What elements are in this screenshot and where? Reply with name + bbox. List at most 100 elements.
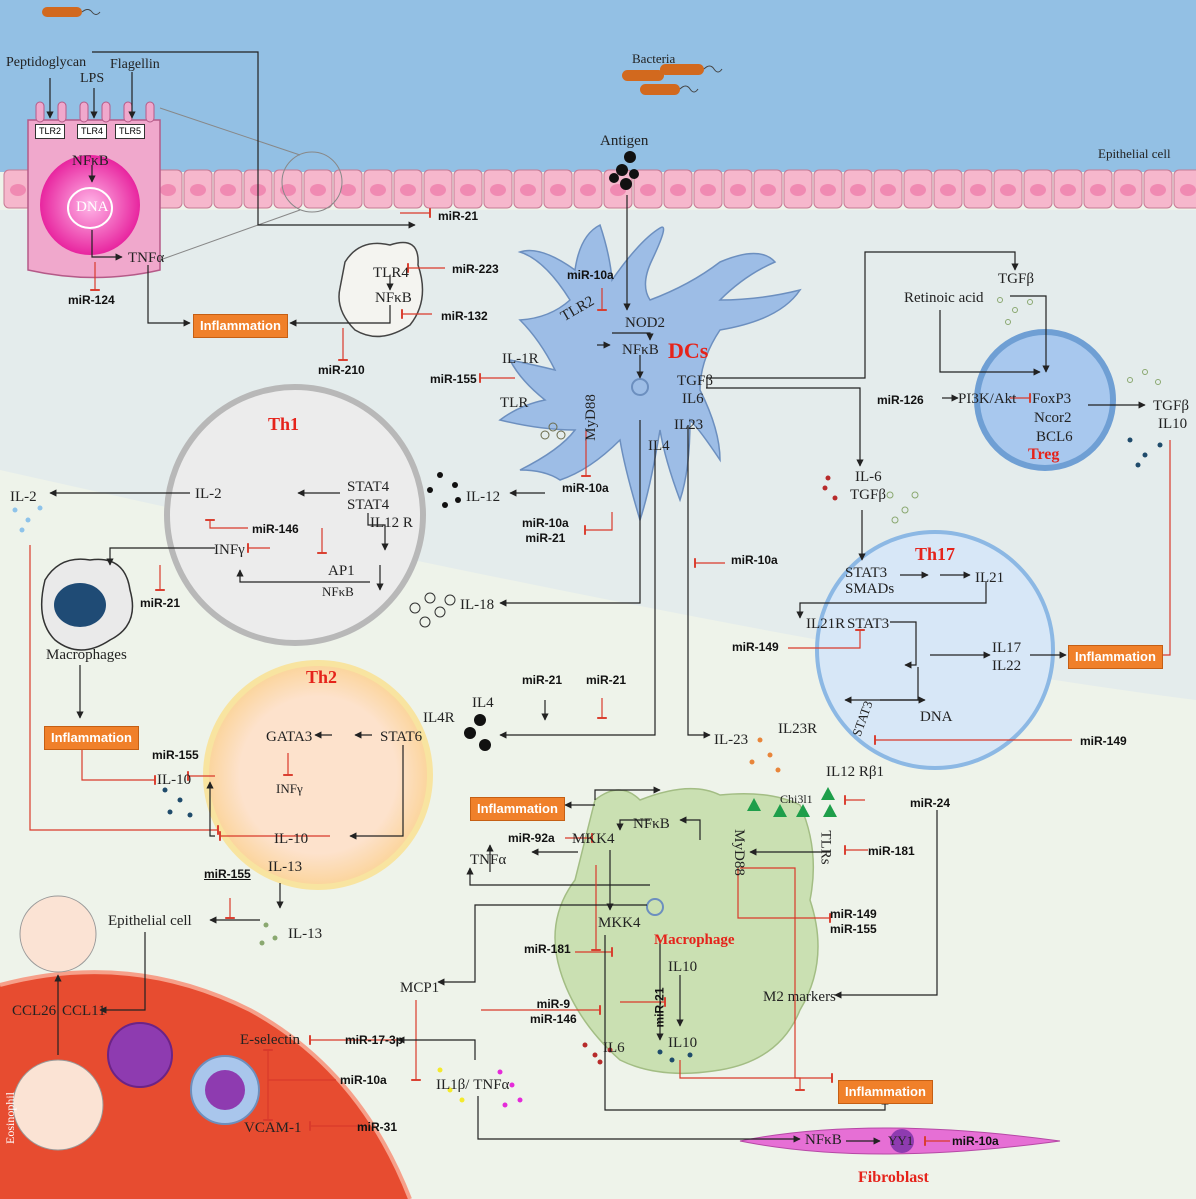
activation-arrow: [367, 513, 389, 551]
bacteria: [42, 7, 723, 95]
cytokine-dot: [901, 506, 909, 514]
epithelial-nucleus: [700, 184, 716, 196]
th2-title: Th2: [306, 667, 338, 687]
bcl6-label: BCL6: [1036, 429, 1073, 445]
mir17-3p: miR-17-3p: [345, 1033, 404, 1047]
yy1-label: YY1: [888, 1133, 914, 1148]
inflammation-box-mac: Inflammation: [44, 726, 139, 750]
epithelial-nucleus: [850, 184, 866, 196]
macrophage-nucleus-ring: [646, 898, 664, 916]
il21r-label: IL21R: [806, 616, 846, 632]
infg-th1-label: INFγ: [214, 542, 245, 558]
cytokine-dot: [1127, 437, 1133, 443]
pathway-edges: [29, 51, 1171, 1146]
cytokine-dot: [1135, 462, 1141, 468]
cytokine-dot: [452, 482, 458, 488]
epithelial-nucleus: [10, 184, 26, 196]
epithelial-cell-left: [27, 101, 161, 279]
tgfb-dc-label: TGFβ: [677, 373, 713, 389]
cytokine-dot: [437, 1067, 443, 1073]
epithelial-nucleus: [940, 184, 956, 196]
tnfa-macro-label: TNFα: [470, 852, 507, 868]
mir149-a: miR-149: [732, 640, 779, 654]
tlr4-box: TLR4: [77, 124, 107, 139]
left-macrophage-nucleus: [54, 583, 106, 627]
tgfb-th17-label: TGFβ: [850, 487, 886, 503]
treg-title: Treg: [1028, 446, 1060, 463]
activation-arrow: [92, 51, 416, 229]
mir10a-fib: miR-10a: [952, 1134, 999, 1148]
il17-label: IL17: [992, 640, 1022, 656]
foxp3-label: FoxP3: [1032, 391, 1072, 407]
cytokine-dot: [687, 1052, 693, 1058]
mir10a-dc: miR-10a: [567, 268, 614, 282]
zoom-line: [159, 107, 301, 156]
myd88-macro-label: MyD88: [730, 829, 747, 876]
activation-arrow: [706, 251, 1019, 379]
lps-label: LPS: [80, 71, 105, 86]
mir149-mir155: miR-149 miR-155: [830, 907, 877, 936]
activation-arrow: [796, 582, 987, 619]
cytokine-dot: [1142, 452, 1148, 458]
dna-oval: [67, 187, 113, 229]
cytokine-dot: [19, 527, 25, 533]
pi3k-label: PI3K/Akt: [958, 391, 1017, 407]
il4-dc-label: IL4: [648, 438, 670, 454]
mir92a: miR-92a: [508, 831, 555, 845]
ccl11-label: CCL11: [62, 1003, 106, 1019]
peptidoglycan-label: Peptidoglycan: [6, 55, 87, 70]
cytokine-dot: [187, 812, 193, 818]
cytokine-dot: [509, 1082, 515, 1088]
cytokine-dot: [464, 727, 476, 739]
cytokine-dot: [749, 759, 755, 765]
nfkb-dc-label: NFκB: [622, 342, 659, 358]
dc-nucleus-ring: [631, 378, 649, 396]
chi3l1-triangle: [821, 787, 835, 800]
il6-dc-label: IL6: [682, 391, 704, 407]
inhibition-line: [737, 868, 831, 923]
activation-arrow: [99, 932, 146, 1014]
activation-arrow: [679, 816, 701, 840]
mir132: miR-132: [441, 309, 488, 323]
cytokine-dot: [1027, 299, 1033, 305]
th1-cell: [164, 384, 426, 646]
cytokine-dot: [891, 516, 899, 524]
mir10a-vessel: miR-10a: [340, 1073, 387, 1087]
flagellin-label: Flagellin: [110, 57, 160, 72]
cytokine-dot: [263, 922, 269, 928]
cytokine-dot: [259, 940, 265, 946]
eosinophil-bottom: [12, 1059, 104, 1151]
cytokine-dot: [442, 502, 448, 508]
activation-arrow: [616, 819, 650, 831]
il23-dc-label: IL23: [674, 417, 704, 433]
mir155-ep: miR-155: [204, 867, 251, 881]
epithelial-nucleus: [1000, 184, 1016, 196]
cytokine-dot: [437, 472, 443, 478]
cytokine-dot: [434, 606, 446, 618]
mir155-dc: miR-155: [430, 372, 477, 386]
infg-th2-label: INFγ: [276, 781, 303, 796]
zoom-circle: [281, 151, 343, 213]
chi3l1-triangle: [773, 804, 787, 817]
activation-arrow: [349, 745, 404, 840]
cytokine-dot: [767, 752, 773, 758]
th17-cell: [815, 530, 1055, 770]
cytokine-dot: [886, 491, 894, 499]
cytokine-dot: [427, 487, 433, 493]
eosinophil-label: Eosinophil: [3, 1091, 18, 1145]
cytokine-dot: [757, 737, 763, 743]
inhibition-line: [740, 867, 833, 1083]
inhibition-line: [788, 629, 865, 649]
treg-cell: [974, 329, 1116, 471]
bacteria-label: Bacteria: [632, 51, 676, 66]
blood-cell: [107, 1022, 173, 1088]
tlr-dc-label: TLR: [500, 395, 529, 411]
mir126: miR-126: [877, 393, 924, 407]
cytokine-dot: [167, 809, 173, 815]
epithelial-nucleus: [1060, 184, 1076, 196]
tlrs-label: TLRs: [817, 830, 834, 865]
cytokine-dot: [474, 714, 486, 726]
epithelial-nucleus: [310, 184, 326, 196]
activation-arrow: [890, 621, 917, 669]
